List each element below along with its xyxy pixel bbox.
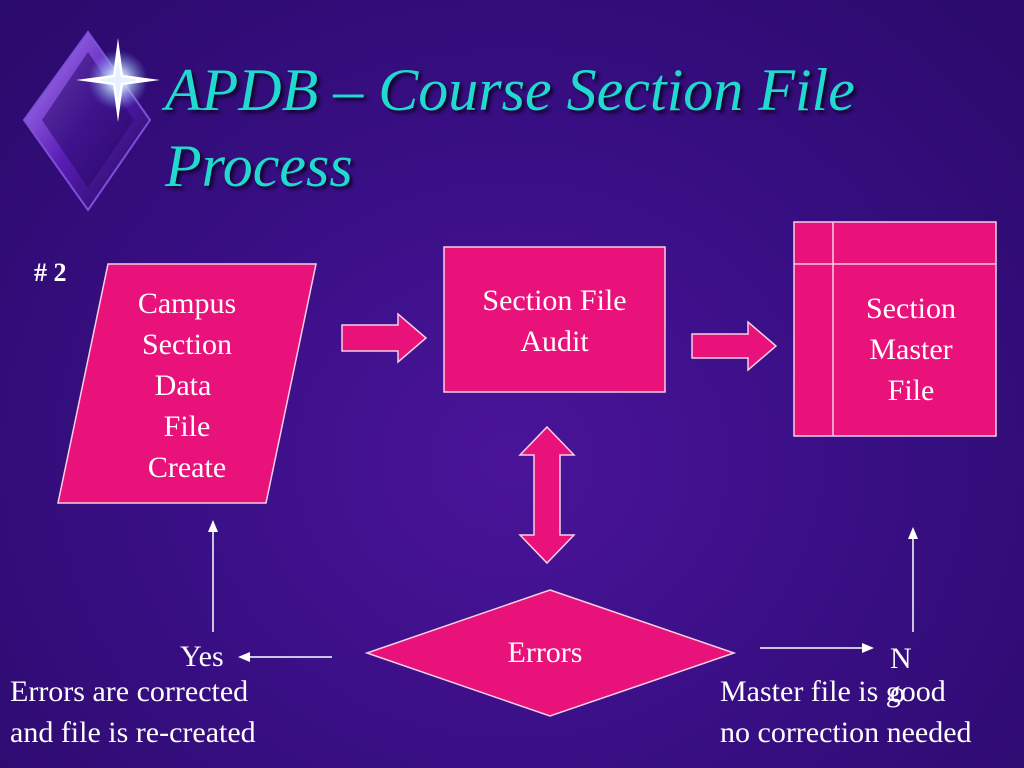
master-label-line: Master <box>869 333 953 366</box>
campus-label-line: File <box>163 410 211 443</box>
audit-label-line: Section File <box>482 284 627 317</box>
arrow-no-up-to-master <box>908 527 918 632</box>
slide-title-line2: Process <box>165 133 353 199</box>
master-file-label: Section Master File <box>836 288 986 411</box>
campus-label-line: Data <box>154 369 212 402</box>
campus-file-label: Campus Section Data File Create <box>112 283 262 488</box>
yes-caption: Errors are corrected and file is re-crea… <box>10 671 256 753</box>
star-diamond-icon <box>22 30 160 212</box>
no-caption: Master file is good no correction needed <box>720 671 972 753</box>
campus-label-line: Campus <box>137 287 237 320</box>
slide-title-line1: APDB – Course Section File <box>165 57 855 123</box>
slide-number: # 2 <box>34 258 67 287</box>
no-label-n: N <box>890 642 912 675</box>
master-label-line: File <box>887 374 935 407</box>
yes-caption-line: Errors are corrected <box>10 675 249 708</box>
block-arrow-to-audit <box>341 312 428 364</box>
master-label-line: Section <box>866 292 956 325</box>
double-arrow-audit-errors <box>518 425 576 565</box>
arrow-errors-to-no <box>760 643 874 653</box>
campus-label-line: Section <box>142 328 232 361</box>
block-arrow-to-master <box>691 320 778 372</box>
arrow-errors-to-yes <box>238 652 332 662</box>
arrow-yes-up-to-campus <box>208 520 218 632</box>
audit-label-line: Audit <box>520 325 589 358</box>
errors-decision-diamond <box>364 589 737 717</box>
audit-label: Section File Audit <box>444 280 665 362</box>
slide-title: APDB – Course Section File Process <box>165 52 1005 204</box>
no-label-o: o <box>890 676 905 709</box>
no-caption-line: no correction needed <box>720 716 972 749</box>
campus-label-line: Create <box>147 451 227 484</box>
errors-label: Errors <box>507 636 583 669</box>
no-caption-line: Master file is good <box>720 675 946 708</box>
yes-label: Yes <box>180 640 224 673</box>
master-file-storage-box <box>793 221 997 437</box>
yes-caption-line: and file is re-created <box>10 716 256 749</box>
campus-file-parallelogram <box>57 263 317 504</box>
audit-process-box <box>443 246 666 393</box>
